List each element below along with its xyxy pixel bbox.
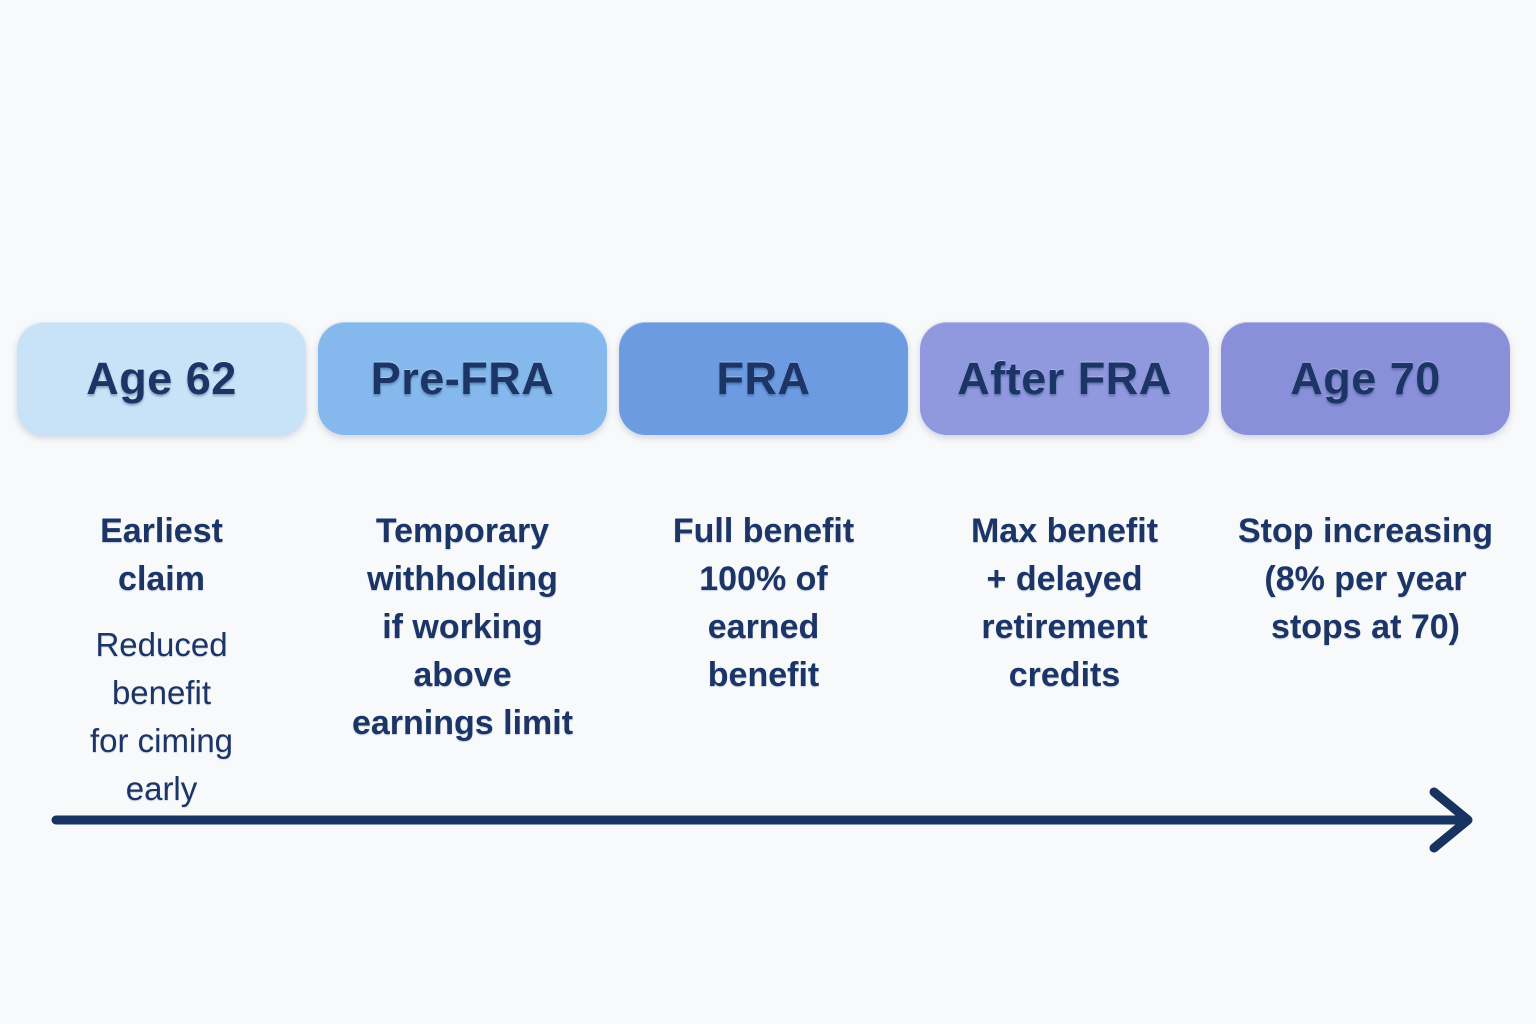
stage-age-62: Age 62 Earliest claim Reduced benefit fo… <box>17 322 306 831</box>
stage-primary-text: Earliest claim <box>100 512 223 598</box>
stage-primary-text: Max benefit + delayed retirement credits <box>970 512 1159 694</box>
stage-description: Stop increasing (8% per year stops at 70… <box>1207 489 1525 687</box>
stage-fra: FRA Full benefit 100% of earned benefit <box>619 322 908 831</box>
stage-description: Max benefit + delayed retirement credits <box>906 489 1224 735</box>
stage-pre-fra: Pre-FRA Temporary withholding if working… <box>318 322 607 831</box>
stage-age-70: Age 70 Stop increasing (8% per year stop… <box>1221 322 1510 831</box>
stage-box-fra: FRA <box>619 322 908 435</box>
stage-title: FRA <box>716 352 811 404</box>
stage-description: Full benefit 100% of earned benefit <box>605 489 923 735</box>
stage-primary-text: Full benefit 100% of earned benefit <box>672 512 855 694</box>
timeline-arrow-icon <box>51 787 1473 853</box>
stage-secondary-text: Reduced benefit for ciming early <box>89 626 234 807</box>
stage-primary-text: Temporary withholding if working above e… <box>351 512 574 742</box>
stage-box-pre-fra: Pre-FRA <box>318 322 607 435</box>
stage-box-after-fra: After FRA <box>920 322 1209 435</box>
stage-title: After FRA <box>957 352 1172 404</box>
stage-after-fra: After FRA Max benefit + delayed retireme… <box>920 322 1209 831</box>
stage-title: Age 70 <box>1290 352 1441 404</box>
stage-title: Pre-FRA <box>370 352 555 404</box>
stage-description: Earliest claim Reduced benefit for cimin… <box>3 489 321 831</box>
stage-primary-text: Stop increasing (8% per year stops at 70… <box>1237 512 1494 646</box>
stage-description: Temporary withholding if working above e… <box>304 489 622 783</box>
stage-box-age-70: Age 70 <box>1221 322 1510 435</box>
stage-box-age-62: Age 62 <box>17 322 306 435</box>
stages-row: Age 62 Earliest claim Reduced benefit fo… <box>17 322 1510 831</box>
stage-title: Age 62 <box>86 352 237 404</box>
